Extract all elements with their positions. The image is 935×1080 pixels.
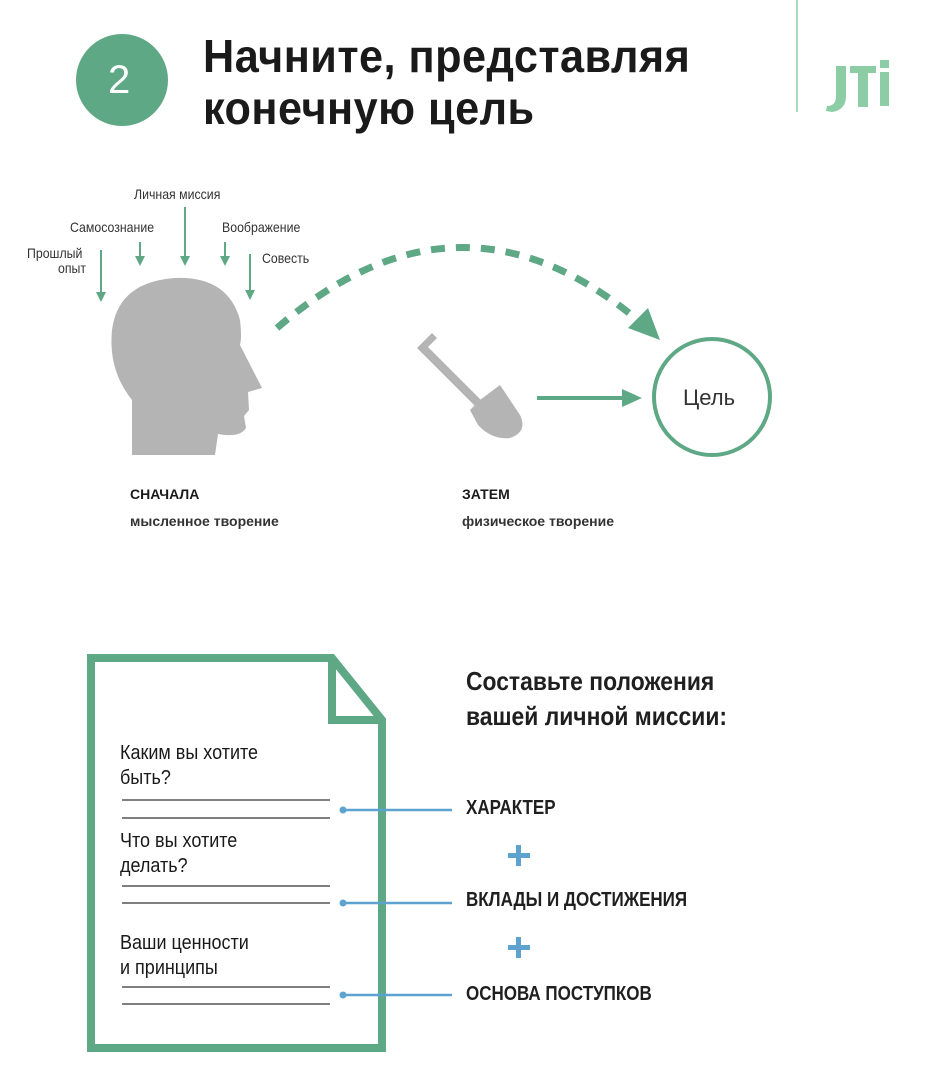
goal-label: Цель	[683, 385, 736, 410]
shovel-icon	[417, 333, 523, 439]
document-icon	[87, 654, 386, 1052]
influence-arrows	[96, 207, 255, 302]
question-be: Каким вы хотите быть?	[120, 741, 258, 791]
label-self-awareness: Самосознание	[70, 219, 155, 235]
heading-line-2: вашей личной миссии:	[466, 701, 728, 731]
question-line: Каким вы хотите	[120, 742, 259, 764]
step-badge	[76, 34, 168, 126]
label-imagination: Воображение	[222, 219, 301, 235]
mission-heading: Составьте положения вашей личной миссии:	[466, 664, 727, 734]
jti-logo	[826, 60, 889, 112]
label-past-experience-1: Прошлый	[27, 245, 83, 261]
question-line: и принципы	[120, 957, 218, 979]
page-title: Начните, представляя конечную цель	[203, 30, 690, 134]
plus-icon	[508, 845, 530, 866]
label-past-experience-2: опыт	[58, 260, 87, 276]
connectors	[339, 806, 452, 999]
title-line-2: конечную цель	[203, 82, 535, 134]
question-values: Ваши ценности и принципы	[120, 931, 249, 981]
dashed-arc-arrow	[274, 244, 643, 331]
item-principles: ОСНОВА ПОСТУПКОВ	[466, 983, 652, 1005]
then-title: ЗАТЕМ	[462, 486, 510, 502]
label-conscience: Совесть	[262, 250, 310, 266]
question-line: Что вы хотите	[120, 830, 238, 852]
title-line-1: Начните, представляя	[203, 30, 691, 82]
label-personal-mission: Личная миссия	[134, 186, 221, 202]
then-subtitle: физическое творение	[462, 513, 615, 529]
plus-icon	[508, 937, 530, 958]
heading-line-1: Составьте положения	[466, 666, 715, 696]
item-character: ХАРАКТЕР	[466, 797, 556, 819]
step-number: 2	[108, 58, 131, 102]
question-do: Что вы хотите делать?	[120, 829, 237, 879]
question-line: Ваши ценности	[120, 932, 249, 954]
first-title: СНАЧАЛА	[130, 486, 200, 502]
dashed-arrowhead	[628, 308, 660, 340]
first-subtitle: мысленное творение	[130, 513, 279, 529]
head-icon	[111, 277, 262, 455]
question-line: делать?	[120, 855, 188, 877]
item-contributions: ВКЛАДЫ И ДОСТИЖЕНИЯ	[466, 889, 688, 911]
goal-circle	[652, 337, 772, 457]
question-line: быть?	[120, 767, 171, 789]
answer-lines	[122, 799, 330, 1005]
